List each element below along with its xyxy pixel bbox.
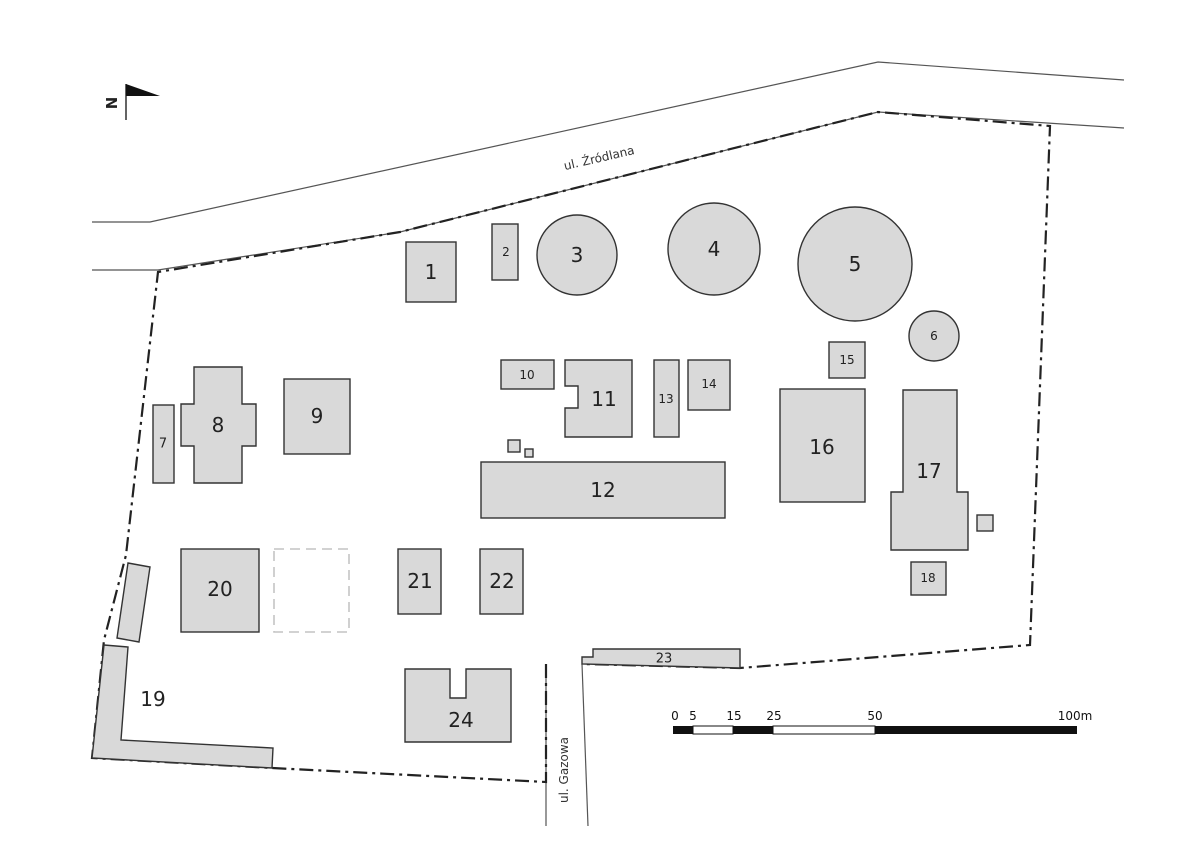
scale-segment-0-5 — [673, 726, 693, 734]
building-label-13: 13 — [658, 392, 673, 406]
small-structure-b — [524, 448, 534, 458]
street-edge-north-outer — [92, 61, 1125, 223]
building-label-18: 18 — [920, 571, 935, 585]
building-label-21: 21 — [407, 569, 432, 593]
building-label-11: 11 — [591, 387, 616, 411]
building-12 — [480, 461, 726, 519]
street-label-zrodlana: ul. Źródlana — [562, 142, 636, 173]
building-label-24: 24 — [448, 708, 473, 732]
site-boundary — [90, 110, 1052, 784]
former-building-outline — [273, 548, 350, 633]
tank-5 — [797, 206, 913, 322]
scale-tick-100m: 100m — [1058, 709, 1093, 723]
scale-segment-5-15 — [692, 725, 734, 735]
building-17 — [890, 389, 969, 551]
building-9 — [283, 378, 351, 455]
tank-4 — [667, 202, 761, 296]
scale-segment-50-100 — [875, 726, 1077, 734]
building-14 — [687, 359, 731, 411]
building-18 — [910, 561, 947, 596]
building-1 — [405, 241, 457, 303]
tank-3 — [536, 214, 618, 296]
building-label-4: 4 — [708, 237, 721, 261]
building-label-6: 6 — [930, 329, 938, 343]
building-label-9: 9 — [311, 404, 324, 428]
small-structure-c — [976, 514, 994, 532]
building-label-8: 8 — [212, 413, 225, 437]
building-label-15: 15 — [839, 353, 854, 367]
building-20 — [180, 548, 260, 633]
scale-tick-0: 0 — [671, 709, 679, 723]
building-13 — [653, 359, 680, 438]
building-23 — [581, 648, 741, 669]
building-7 — [152, 404, 175, 484]
building-21 — [397, 548, 442, 615]
small-structure-a — [507, 439, 521, 453]
building-22 — [479, 548, 524, 615]
scale-tick-25: 25 — [766, 709, 781, 723]
north-arrow: N — [103, 84, 160, 120]
building-19-segment-upper — [116, 562, 151, 643]
building-10 — [500, 359, 555, 390]
scale-bar: 0 5 15 25 50 100m — [671, 709, 1093, 735]
tank-6 — [908, 310, 960, 362]
building-2 — [491, 223, 519, 281]
north-arrow-icon — [126, 84, 160, 96]
building-label-20: 20 — [207, 577, 232, 601]
street-label-gazowa: ul. Gazowa — [557, 737, 571, 803]
building-label-19: 19 — [140, 687, 165, 711]
building-label-12: 12 — [590, 478, 615, 502]
building-label-2: 2 — [502, 245, 510, 259]
building-label-16: 16 — [809, 435, 834, 459]
scale-segment-25-50 — [772, 725, 876, 735]
building-label-22: 22 — [489, 569, 514, 593]
building-16 — [779, 388, 866, 503]
building-8 — [180, 366, 257, 484]
building-label-14: 14 — [701, 377, 716, 391]
building-15 — [828, 341, 866, 379]
building-label-7: 7 — [159, 437, 167, 452]
building-label-5: 5 — [849, 252, 862, 276]
building-label-1: 1 — [425, 260, 438, 284]
building-label-23: 23 — [656, 652, 673, 667]
scale-segment-15-25 — [733, 726, 773, 734]
building-11 — [564, 359, 633, 438]
north-label: N — [103, 97, 121, 110]
scale-tick-15: 15 — [726, 709, 741, 723]
building-label-3: 3 — [571, 243, 584, 267]
building-label-17: 17 — [916, 459, 941, 483]
scale-tick-50: 50 — [867, 709, 882, 723]
building-label-10: 10 — [519, 368, 534, 382]
scale-tick-5: 5 — [689, 709, 697, 723]
building-19 — [91, 644, 274, 769]
building-24 — [404, 668, 512, 743]
street-edge-gazowa-right — [581, 663, 589, 827]
